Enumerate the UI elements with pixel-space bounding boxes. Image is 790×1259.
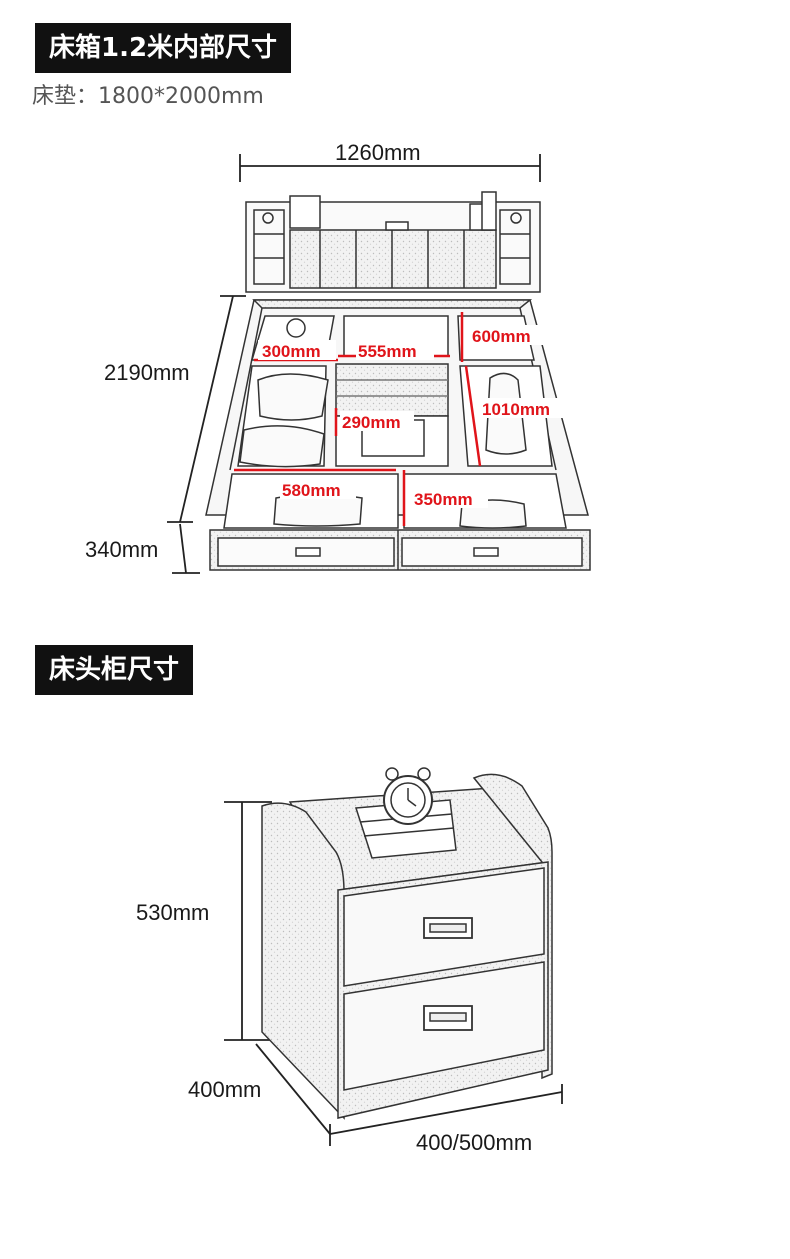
- mattress-size-text: 床垫：1800*2000mm: [32, 84, 264, 109]
- height-dimension-line: [172, 523, 200, 574]
- nightstand-height-dimension-line: [224, 801, 272, 1041]
- width-dimension-line: [239, 154, 541, 182]
- length-dimension-line: [167, 295, 246, 523]
- nightstand-width-label: 400/500mm: [416, 1130, 532, 1155]
- compartment-bottom-right-label: 350mm: [414, 490, 473, 509]
- nightstand-depth-label: 400mm: [188, 1077, 261, 1102]
- headboard: [245, 191, 541, 293]
- compartment-top-left-label: 300mm: [262, 342, 321, 361]
- nightstand-drawing: [224, 767, 563, 1146]
- compartment-mid-middle-label: 290mm: [342, 413, 401, 432]
- bed-height-label: 340mm: [85, 537, 158, 562]
- bed-length-label: 2190mm: [104, 360, 190, 385]
- compartment-right-long-label: 1010mm: [482, 400, 550, 419]
- bed-width-label: 1260mm: [335, 140, 421, 165]
- nightstand-section-title: 床头柜尺寸: [35, 645, 194, 695]
- nightstand-height-label: 530mm: [136, 900, 209, 925]
- bed-drawing: [167, 154, 591, 574]
- compartment-top-right-label: 600mm: [472, 327, 531, 346]
- nightstand-depth-width-dimension-line: [255, 1043, 563, 1146]
- compartment-top-middle-label: 555mm: [358, 342, 417, 361]
- bed-section-title: 床箱1.2米内部尺寸: [35, 23, 292, 73]
- compartment-bottom-left-label: 580mm: [282, 481, 341, 500]
